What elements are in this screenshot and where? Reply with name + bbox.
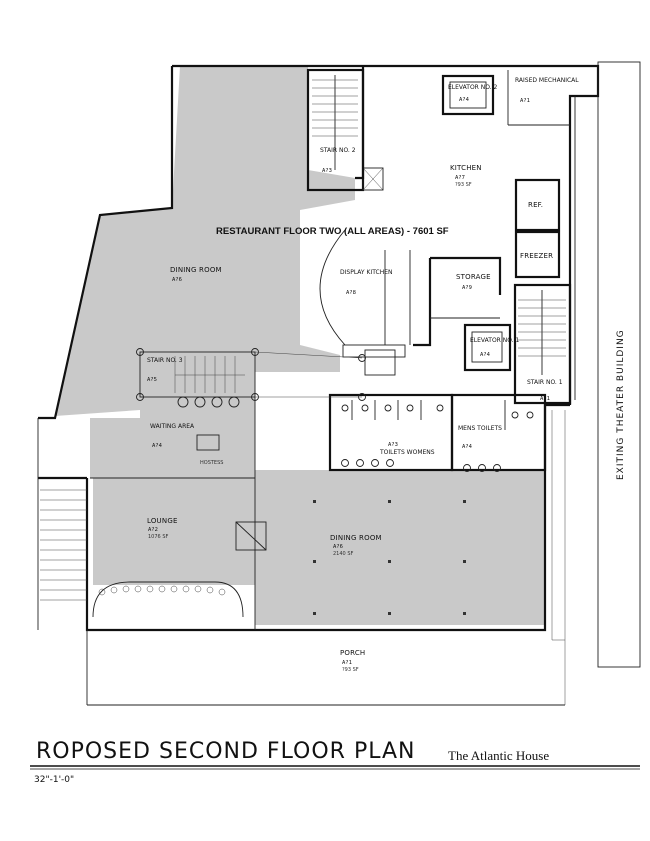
hostess-label: HOSTESS (200, 460, 223, 466)
kitchen-label: KITCHEN (450, 164, 482, 172)
display-kitchen-label: DISPLAY KITCHEN (340, 269, 393, 276)
toilets-womens-label: TOILETS WOMENS (379, 449, 435, 456)
drawing-title: ROPOSED SECOND FLOOR PLAN (36, 739, 416, 764)
dining-room-lower-tag: A?6 (333, 544, 343, 550)
waiting-area-label: WAITING AREA (150, 423, 195, 430)
storage-walls (413, 256, 502, 347)
stair-1-tag: A?1 (540, 396, 550, 402)
lounge-waiting-fixtures (37, 396, 267, 630)
dining-room-upper-label: DINING ROOM (170, 266, 222, 274)
title-block-lines (30, 765, 640, 770)
kitchen-tag: A?7 (455, 175, 465, 181)
dining-room-upper-tag: A?6 (172, 277, 182, 283)
mens-toilets-label: MENS TOILETS (458, 425, 502, 432)
stair-2-label: STAIR NO. 2 (320, 147, 356, 154)
freezer-label: FREEZER (520, 252, 553, 260)
area-banner: RESTAURANT FLOOR TWO (ALL AREAS) - 7601 … (216, 226, 449, 237)
storage-tag: A?9 (462, 285, 472, 291)
porch-label: PORCH (340, 649, 365, 657)
adjacent-building-label: EXITING THEATER BUILDING (616, 329, 626, 480)
table-markers (313, 500, 466, 615)
elevator-2-tag: A?4 (459, 97, 470, 103)
toilets-womens-tag: A?3 (388, 442, 398, 448)
kitchen-area: ?93 SF (455, 182, 472, 188)
lounge-area: 1076 SF (148, 534, 168, 540)
shaded-dining-areas (55, 66, 545, 625)
lounge-label: LOUNGE (147, 517, 178, 525)
dining-room-lower-area: 2140 SF (333, 551, 353, 557)
porch-and-site (86, 61, 641, 706)
stair-2-tag: A?3 (322, 168, 332, 174)
dining-room-lower-label: DINING ROOM (330, 534, 382, 542)
porch-tag: A?1 (342, 660, 352, 666)
stair-1-label: STAIR NO. 1 (527, 379, 563, 386)
stair-3-label: STAIR NO. 3 (147, 357, 183, 364)
stair-3 (136, 348, 366, 401)
elevator-2-label: ELEVATOR NO. 2 (448, 84, 498, 91)
elevator-1-label: ELEVATOR NO. 1 (470, 337, 520, 344)
mens-toilets-tag: A?4 (462, 444, 473, 450)
waiting-area-tag: A?4 (152, 443, 163, 449)
display-kitchen-tag: A?8 (346, 290, 356, 296)
kitchen-walls (319, 66, 570, 376)
drawing-scale: 32"-1'-0" (34, 775, 74, 785)
raised-mechanical-tag: A?1 (520, 98, 530, 104)
elevator-1-tag: A?4 (480, 352, 491, 358)
project-name: The Atlantic House (448, 748, 549, 763)
elevator-1-stair-1 (463, 283, 572, 405)
lounge-tag: A?2 (148, 527, 158, 533)
stair-3-tag: A?5 (147, 377, 157, 383)
storage-label: STORAGE (456, 273, 491, 281)
ref-label: REF. (528, 201, 543, 209)
raised-mechanical-label: RAISED MECHANICAL (515, 77, 579, 84)
porch-area: ?93 SF (342, 667, 359, 673)
toilet-rooms (328, 393, 547, 472)
